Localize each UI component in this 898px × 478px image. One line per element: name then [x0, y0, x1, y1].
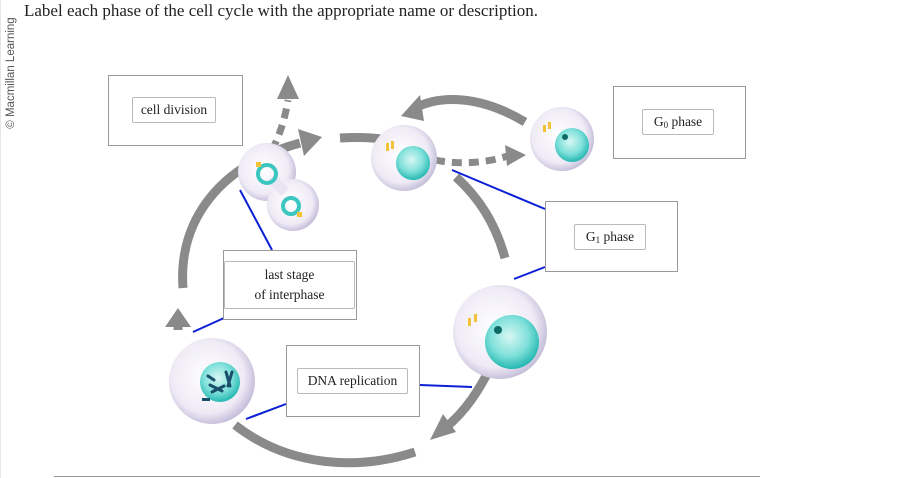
label-dna-replication-text: DNA replication [307, 373, 398, 389]
cell-prophase [169, 338, 255, 424]
label-g0-phase-text: G0 phase [653, 113, 703, 130]
nucleus-large [485, 315, 539, 369]
connector-lines [192, 169, 546, 420]
arrowhead-to-g0 [505, 145, 526, 166]
arrowhead-lower-right [430, 414, 456, 440]
dividing-cells [238, 143, 319, 231]
centrosome-2 [297, 212, 302, 217]
label-g1-phase-text: G1 phase [585, 228, 635, 245]
label-last-stage-line2: of interphase [254, 287, 325, 302]
arrowhead-g0-return [401, 95, 424, 121]
centrosome-g1-early [386, 143, 389, 151]
label-cell-division-text: cell division [140, 102, 208, 118]
connector-cell-division [239, 189, 273, 251]
nucleus-prophase [200, 362, 240, 402]
nucleus-g1-early [396, 146, 430, 180]
cell-large-right [453, 285, 547, 379]
dashed-exit-up [268, 99, 292, 152]
arc-g0-return [412, 95, 528, 126]
arrowhead-exit-up [277, 75, 299, 99]
arc-bottom [232, 421, 417, 468]
arrowheads [165, 75, 526, 440]
centrosome-1 [256, 162, 261, 167]
connector-bottom-cell [245, 403, 287, 420]
cell-g1-early [371, 125, 437, 191]
left-margin-line [0, 0, 1, 478]
nucleus-g0 [555, 128, 589, 162]
bottom-divider [54, 476, 760, 477]
label-g0-phase[interactable]: G0 phase [642, 109, 714, 135]
question-instruction: Label each phase of the cell cycle with … [24, 1, 539, 20]
connector-g1-lower [513, 266, 546, 280]
daughter-nucleus-1 [256, 163, 278, 185]
arrowhead-left-up [165, 308, 191, 327]
label-last-stage-line1: last stage [264, 267, 315, 283]
connector-dna [419, 384, 473, 388]
cell-g0 [530, 107, 594, 171]
label-cell-division[interactable]: cell division [132, 97, 216, 123]
label-dna-replication[interactable]: DNA replication [297, 368, 408, 394]
arc-right [452, 173, 510, 260]
connector-last-stage [192, 317, 225, 333]
label-last-stage-interphase[interactable]: last stage of interphase [224, 261, 355, 309]
connector-g1-upper [451, 169, 546, 210]
label-g1-phase[interactable]: G1 phase [574, 224, 646, 250]
daughter-nucleus-2 [281, 196, 301, 216]
dashed-to-g0 [434, 152, 510, 167]
arrowhead-top-left [298, 129, 322, 156]
